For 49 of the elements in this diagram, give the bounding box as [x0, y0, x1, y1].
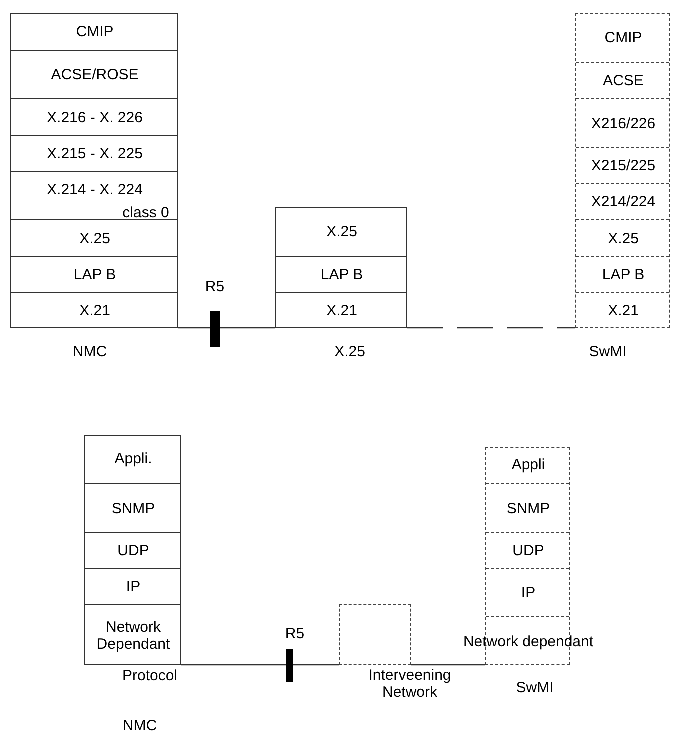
- connection-line: [407, 327, 575, 329]
- layer-label: CMIP: [76, 23, 114, 40]
- connection-line: [181, 664, 339, 666]
- connection-line: [411, 664, 485, 666]
- stack-caption: SwMI: [516, 680, 554, 696]
- layer-label: CMIP: [604, 29, 642, 46]
- protocol-stack: [275, 207, 407, 328]
- layer-label: X.214 - X. 224: [47, 182, 143, 198]
- layer-label: SNMP: [506, 500, 550, 517]
- layer-label: X.216 - X. 226: [47, 109, 143, 126]
- layer-label: X214/224: [591, 194, 656, 210]
- protocol-stack: [84, 435, 181, 665]
- protocol-stack: [10, 13, 178, 328]
- layer-label: LAP B: [74, 266, 116, 284]
- stack-caption: NMC: [72, 344, 108, 360]
- layer-label: Appli.: [114, 450, 152, 468]
- layer-label: X.21: [608, 302, 639, 320]
- stack-caption: SwMI: [589, 344, 627, 360]
- layer-label: LAP B: [602, 266, 645, 284]
- layer-label: IP: [126, 578, 141, 596]
- stack-caption: X.25: [334, 344, 366, 360]
- protocol-layer: [11, 171, 177, 219]
- layer-label: ACSE: [603, 72, 644, 90]
- layer-label: X.25: [326, 223, 358, 240]
- connection-line: [178, 327, 275, 329]
- reference-point-label: R5: [285, 626, 305, 642]
- layer-label: Network dependant: [463, 633, 594, 650]
- layer-label: UDP: [512, 542, 544, 560]
- layer-label: X.21: [80, 302, 110, 320]
- layer-label: SNMP: [112, 500, 156, 517]
- layer-label: ACSE/ROSE: [51, 66, 139, 84]
- layer-label: X215/225: [591, 158, 656, 174]
- stack-caption: Protocol: [122, 668, 178, 684]
- layer-label: UDP: [118, 542, 150, 560]
- layer-label: Network Dependant: [96, 618, 172, 652]
- layer-label: X.215 - X. 225: [47, 146, 143, 162]
- stack-caption: Interveening Network: [368, 667, 452, 701]
- layer-label: X.25: [80, 230, 110, 247]
- layer-label: class 0: [122, 204, 170, 222]
- protocol-stack: [575, 13, 670, 328]
- layer-label: X.21: [326, 302, 358, 320]
- layer-label: LAP B: [320, 266, 364, 284]
- layer-label: X.25: [608, 230, 639, 247]
- stack-caption: NMC: [122, 718, 158, 734]
- layer-label: IP: [521, 584, 536, 602]
- layer-label: Appli: [512, 456, 546, 474]
- network-box: [339, 604, 411, 665]
- layer-label: X216/226: [591, 115, 656, 132]
- reference-point-label: R5: [205, 278, 225, 296]
